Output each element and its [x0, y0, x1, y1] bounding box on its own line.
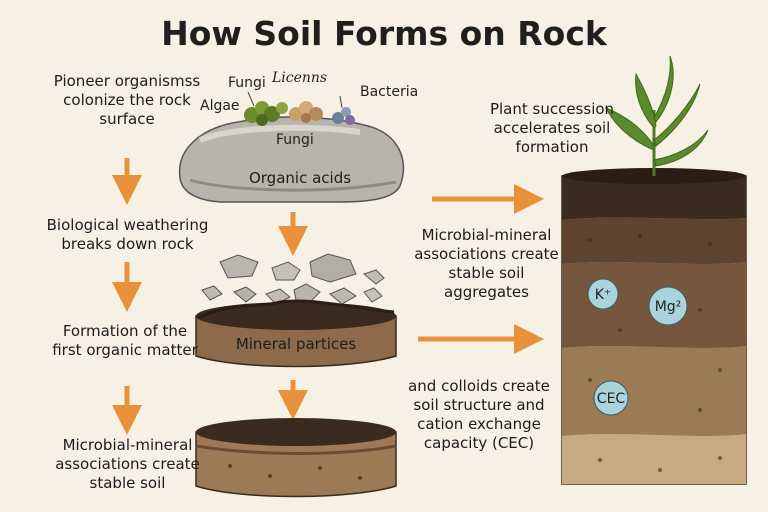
- potassium-label: K⁺: [595, 287, 612, 303]
- ion-cec: CEC: [593, 380, 629, 416]
- soil-profile-column: [561, 168, 747, 485]
- cec-label: CEC: [597, 391, 626, 407]
- colloids-cec-label: and colloids create soil structure and c…: [408, 377, 550, 452]
- step-biological-weathering: Biological weathering breaks down rock: [46, 216, 209, 253]
- mineral-soil-block: [195, 299, 397, 368]
- plant-sprout: [604, 55, 709, 176]
- bacteria-label: Bacteria: [360, 84, 419, 100]
- lichens-label: Licenns: [272, 70, 328, 86]
- rock-illustration: [178, 91, 405, 203]
- ion-potassium: K⁺: [587, 278, 619, 310]
- lichen-cluster: [289, 101, 323, 123]
- step-stable-soil: Microbial-mineral associations create st…: [55, 436, 200, 492]
- organic-acids-label: Organic acids: [248, 169, 352, 187]
- mineral-particles-label: Mineral partices: [235, 335, 357, 353]
- fungi-rock-label: Fungi: [276, 132, 314, 148]
- step-first-organic-matter: Formation of the first organic matter: [52, 322, 198, 359]
- algae-label: Algae: [200, 98, 240, 114]
- page-title: How Soil Forms on Rock: [161, 14, 607, 53]
- step-pioneer-organisms: Pioneer organismss colonize the rock sur…: [53, 72, 201, 128]
- fungi-top-label: Fungi: [228, 75, 266, 91]
- bacteria-cluster: [332, 107, 355, 125]
- algae-cluster: [244, 101, 288, 126]
- stable-soil-block: [195, 418, 397, 498]
- plant-succession-label: Plant succession accelerates soil format…: [489, 100, 615, 156]
- soil-aggregates-label: Microbial-mineral associations create st…: [414, 226, 559, 301]
- ion-magnesium: Mg²: [648, 286, 688, 326]
- weathered-pebbles: [201, 253, 385, 305]
- magnesium-label: Mg²: [655, 299, 682, 315]
